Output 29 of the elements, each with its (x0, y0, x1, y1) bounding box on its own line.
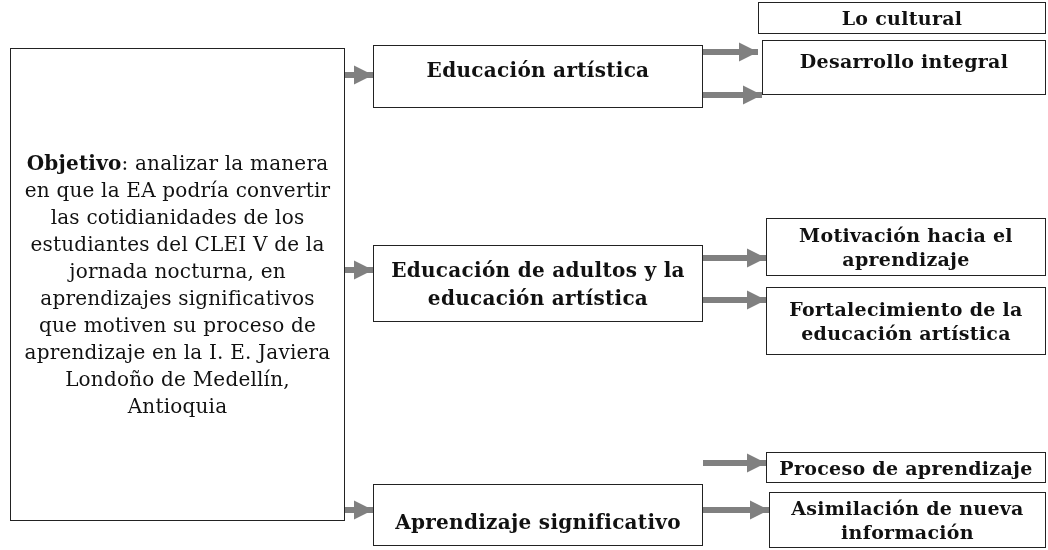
block-arrow (345, 260, 373, 280)
block-arrow (703, 500, 769, 520)
topic-label: Asimilación de nueva información (790, 496, 1025, 544)
block-arrow (703, 290, 766, 310)
topic-box (373, 45, 703, 108)
topic-label: Motivación hacia el aprendizaje (798, 223, 1014, 271)
topic-label: Fortalecimiento de la educación artística (788, 297, 1024, 345)
topic-label: Lo cultural (841, 6, 963, 30)
block-arrow (703, 85, 762, 105)
block-arrow (345, 65, 373, 85)
topic-box (766, 218, 1046, 276)
block-arrow (703, 453, 766, 473)
block-arrow (703, 42, 758, 62)
topic-label: Educación artística (426, 56, 650, 84)
topic-label: Proceso de aprendizaje (779, 455, 1033, 480)
topic-box (758, 2, 1046, 34)
topic-box (373, 484, 703, 546)
objective-box (10, 48, 345, 521)
topic-box (766, 287, 1046, 355)
topic-box (766, 452, 1046, 483)
block-arrow (345, 500, 373, 520)
block-arrow (703, 248, 766, 268)
topic-box (762, 40, 1046, 95)
objective-text: Objetivo: analizar la manera en que la EA podría convertir las cotidianidades de los estudiantes del CLEI V de la jornada nocturna, en aprendizajes significativos que motiven su proceso de aprendizaje en la I. E. Javiera Londoño de Medellín, Antioquia (23, 149, 332, 420)
topic-label: Desarrollo integral (799, 48, 1009, 73)
topic-box (769, 492, 1046, 548)
topic-label: Educación de adultos y la educación artística (390, 256, 686, 312)
topic-label: Aprendizaje significativo (395, 509, 681, 536)
topic-box (373, 245, 703, 322)
